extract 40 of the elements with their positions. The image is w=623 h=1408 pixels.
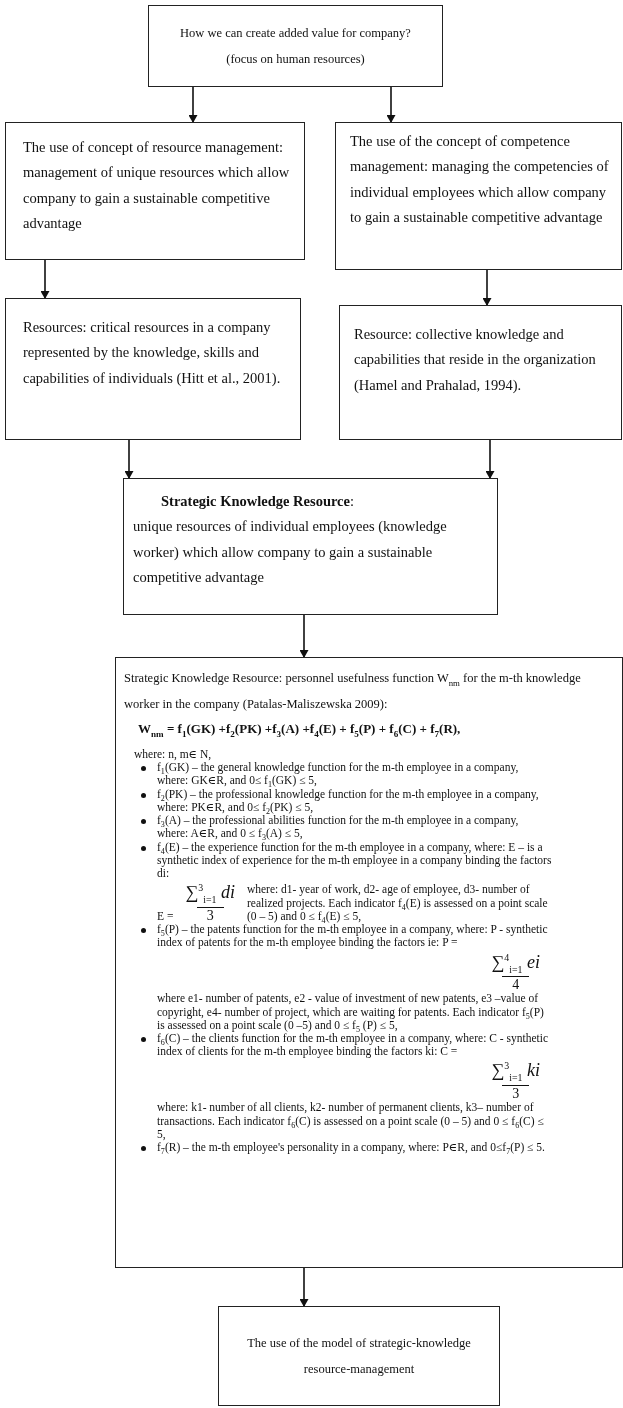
box-text: Resources: critical resources in a company represented by the knowledge, skills and capabilities of individuals (Hitt et al., 2001). <box>23 318 282 388</box>
sum-numerator: ∑$^{3}$$_{i=1}$ ki <box>490 1059 541 1085</box>
arrow <box>40 259 50 299</box>
text-box <box>335 122 622 270</box>
box-text: Resource: collective knowledge and capabilities that reside in the organization (Hamel and Prahalad, 1994). <box>354 325 597 395</box>
box-text: (focus on human resources) <box>226 51 365 68</box>
formula-text: where: d1- year of work, d2- age of employee, d3- number of realized projects. Each indicator f$_{4}$(E) is assessed on a point scale (0 – 5) and 0 ≤ f$_{4}$(E) ≤ 5, <box>246 883 549 924</box>
sum-numerator: ∑$^{3}$$_{i=1}$ di <box>184 881 236 907</box>
bullet-item: f$_{4}$(E) – the experience function for the m-th employee in a company, where: E – is a synthetic index of experience for the m-th employee in a company binding the factors di: <box>157 840 552 881</box>
sum-numerator: ∑$^{4}$$_{i=1}$ ei <box>490 950 541 976</box>
text-box <box>115 657 623 1268</box>
arrow <box>386 86 396 123</box>
bullet-item: f$_{7}$(R) – the m-th employee's personality in a company, where: P∈R, and 0≤f$_{7}$(P) ≤ 5. <box>157 1140 546 1155</box>
fraction-denominator: 4 <box>502 975 530 993</box>
text-box <box>148 5 443 87</box>
arrow <box>482 269 492 306</box>
fraction-denominator: 3 <box>502 1084 530 1102</box>
text-box <box>123 478 498 615</box>
arrow <box>188 86 198 123</box>
formula-text: E = <box>157 909 174 924</box>
box-heading: Strategic Knowledge Resource: <box>160 492 356 511</box>
text-box <box>5 122 305 260</box>
text-box <box>218 1306 500 1406</box>
box-text: The use of the concept of competence management: managing the competencies of individual employees which allow company to gain a sustainable competitive advantage <box>350 132 610 228</box>
arrow <box>299 1267 309 1307</box>
box-text: How we can create added value for company? <box>180 24 411 42</box>
bullet-item: f$_{5}$(P) – the patents function for the m-th employee in a company, where: P - synthetic index of patents for the m-th employee binding the factors ie: P = <box>157 923 549 950</box>
arrow <box>299 614 309 658</box>
formula: W$_{nm}$ = f$_{1}$(GK) +f$_{2}$(PK) +f$_{3}$(A) +f$_{4}$(E) + f$_{5}$(P) + f$_{6}$(C) + f$_{7}$(R), <box>137 720 462 741</box>
formula-note: where: n, m∈ N, <box>133 748 213 762</box>
box-text: The use of concept of resource management: management of unique resources which allow company to gain a sustainable competitive advantage <box>23 138 291 234</box>
fraction-denominator: 3 <box>196 906 224 924</box>
text-box <box>5 298 301 440</box>
arrow <box>485 439 495 479</box>
box-text: The use of the model of strategic-knowledge resource-management <box>246 1334 472 1378</box>
text-box <box>339 305 622 440</box>
box-text: unique resources of individual employees (knowledge worker) which allow company to gain a sustainable competitive advantage <box>133 517 448 588</box>
description-text: Strategic Knowledge Resource: personnel usefulness function W$_{nm}$ for the m-th knowledge worker in the company (Patalas-Maliszewska 2009): <box>124 670 582 713</box>
bullet-item: f$_{6}$(C) – the clients function for the m-th employee in a company, where: C - synthetic index of clients for the m-th employee binding the factors ki: C = <box>157 1032 549 1059</box>
arrow <box>124 439 134 479</box>
